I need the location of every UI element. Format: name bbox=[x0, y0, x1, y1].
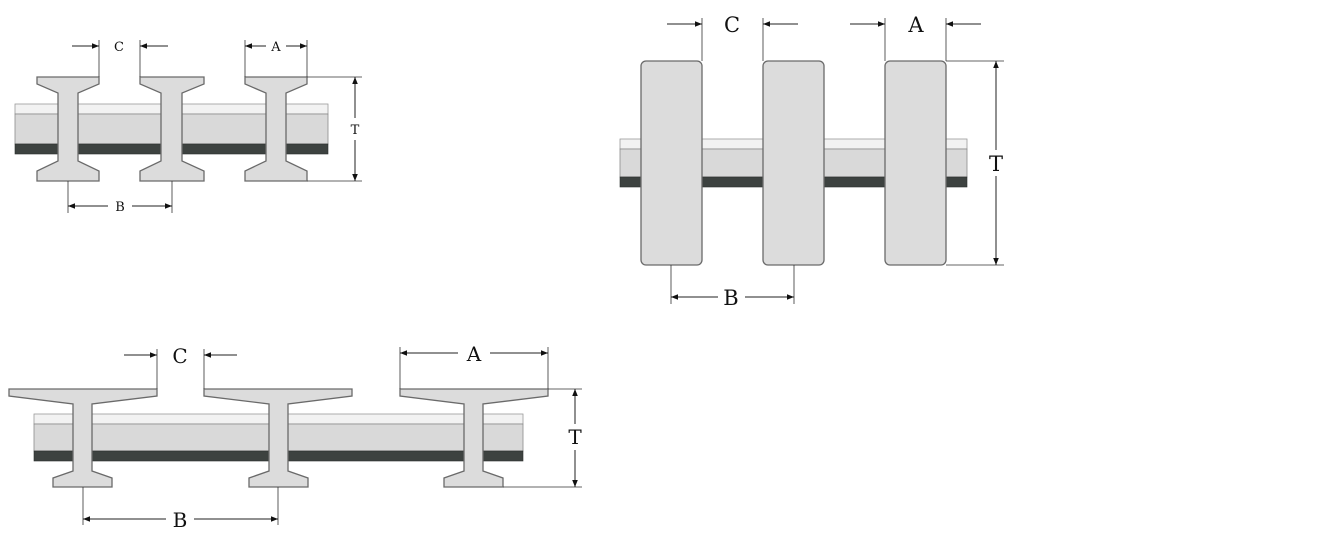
dimension-t: T bbox=[503, 388, 582, 488]
dimension-a: A bbox=[850, 13, 981, 61]
rectangular-bar-profile bbox=[884, 60, 947, 266]
label-a: A bbox=[466, 342, 482, 366]
wide-flange-profile bbox=[8, 388, 158, 488]
dimension-c: C bbox=[667, 13, 798, 61]
label-c: C bbox=[114, 40, 124, 55]
label-a: A bbox=[270, 40, 281, 55]
diagram-rectangular-bar: C A T B bbox=[619, 13, 1004, 310]
dimension-b: B bbox=[67, 181, 173, 215]
label-c: C bbox=[172, 344, 187, 368]
label-b: B bbox=[723, 286, 738, 310]
rectangular-bar-profile bbox=[640, 60, 703, 266]
label-t: T bbox=[568, 425, 582, 449]
label-t: T bbox=[989, 152, 1003, 176]
dimension-t: T bbox=[307, 76, 362, 182]
dimension-c: C bbox=[72, 40, 168, 77]
label-a: A bbox=[907, 13, 924, 37]
dimension-c: C bbox=[124, 344, 237, 389]
label-t: T bbox=[351, 123, 360, 138]
dimension-b: B bbox=[82, 487, 279, 532]
dimension-b: B bbox=[670, 265, 795, 310]
dimension-a: A bbox=[399, 342, 549, 389]
wide-flange-profile bbox=[203, 388, 353, 488]
label-c: C bbox=[724, 13, 740, 37]
diagram-i-bar-small: C A T B bbox=[14, 40, 362, 215]
i-bar-profile bbox=[36, 76, 100, 182]
i-bar-profile bbox=[139, 76, 205, 182]
dimension-a: A bbox=[244, 40, 308, 77]
dimension-t: T bbox=[946, 60, 1004, 266]
rectangular-bar-profile bbox=[762, 60, 825, 266]
label-b: B bbox=[115, 200, 125, 215]
label-b: B bbox=[173, 508, 188, 532]
diagram-wide-flange-i-bar: C A T B bbox=[8, 342, 582, 532]
